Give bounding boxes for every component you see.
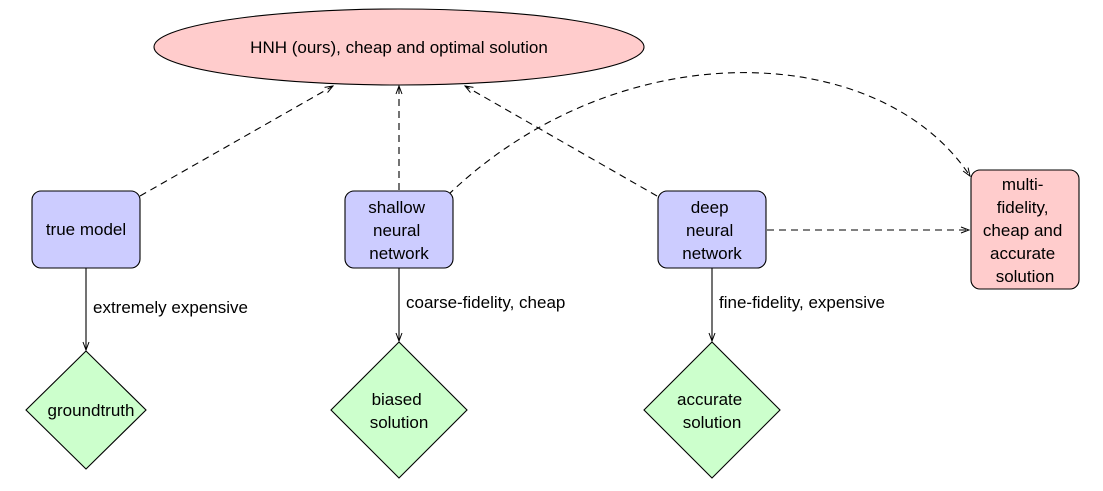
node-shallow-nn-shape	[344, 190, 454, 269]
node-hnh: HNH (ours), cheap and optimal solution	[153, 8, 645, 86]
node-multi-fidelity-line: fidelity,	[997, 198, 1049, 217]
node-shallow-nn-line: neural	[373, 221, 420, 240]
node-deep-nn-line: network	[682, 244, 742, 263]
node-accurate-solution-label: accurate solution	[677, 390, 747, 432]
edge-label-extremely-expensive: extremely expensive	[93, 298, 248, 317]
node-biased-solution: biased solution	[330, 341, 468, 479]
node-deep-nn-line: neural	[686, 221, 733, 240]
edge-label-fine-fidelity: fine-fidelity, expensive	[719, 293, 885, 312]
edge-shallow-to-multi-fidelity	[447, 72, 970, 196]
node-biased-solution-label: biased solution	[370, 390, 429, 432]
node-multi-fidelity-label: multi- fidelity, cheap and accurate solu…	[983, 175, 1067, 286]
node-multi-fidelity-line: cheap and	[983, 221, 1062, 240]
node-hnh-label: HNH (ours), cheap and optimal solution	[250, 38, 548, 57]
node-shallow-nn-line: shallow	[368, 198, 425, 217]
node-accurate-solution-shape	[643, 341, 781, 479]
node-groundtruth-label: groundtruth	[48, 401, 135, 420]
node-multi-fidelity-line: accurate	[990, 244, 1055, 263]
node-biased-solution-line: solution	[370, 413, 429, 432]
edge-deep-to-hnh	[465, 86, 658, 197]
node-deep-nn: deep neural network	[657, 190, 767, 269]
node-deep-nn-line: deep	[691, 198, 729, 217]
node-deep-nn-shape	[657, 190, 767, 269]
node-accurate-solution: accurate solution	[643, 341, 781, 479]
node-deep-nn-label: deep neural network	[682, 198, 742, 263]
node-multi-fidelity: multi- fidelity, cheap and accurate solu…	[970, 169, 1080, 290]
node-biased-solution-shape	[330, 341, 468, 479]
node-accurate-solution-line: accurate	[677, 390, 742, 409]
node-multi-fidelity-line: solution	[996, 267, 1055, 286]
node-hnh-shape	[153, 8, 645, 86]
node-shallow-nn-line: network	[369, 244, 429, 263]
edge-true-model-to-hnh	[139, 86, 333, 197]
node-multi-fidelity-line: multi-	[1002, 175, 1044, 194]
edge-label-coarse-fidelity: coarse-fidelity, cheap	[406, 293, 565, 312]
node-biased-solution-line: biased	[372, 390, 422, 409]
node-shallow-nn: shallow neural network	[344, 190, 454, 269]
node-accurate-solution-line: solution	[683, 413, 742, 432]
node-true-model: true model	[31, 190, 141, 269]
node-shallow-nn-label: shallow neural network	[368, 198, 429, 263]
node-groundtruth: groundtruth	[25, 350, 147, 470]
node-true-model-shape	[31, 190, 141, 269]
node-true-model-label: true model	[46, 220, 126, 239]
node-multi-fidelity-shape	[970, 169, 1080, 290]
node-groundtruth-shape	[25, 350, 147, 470]
